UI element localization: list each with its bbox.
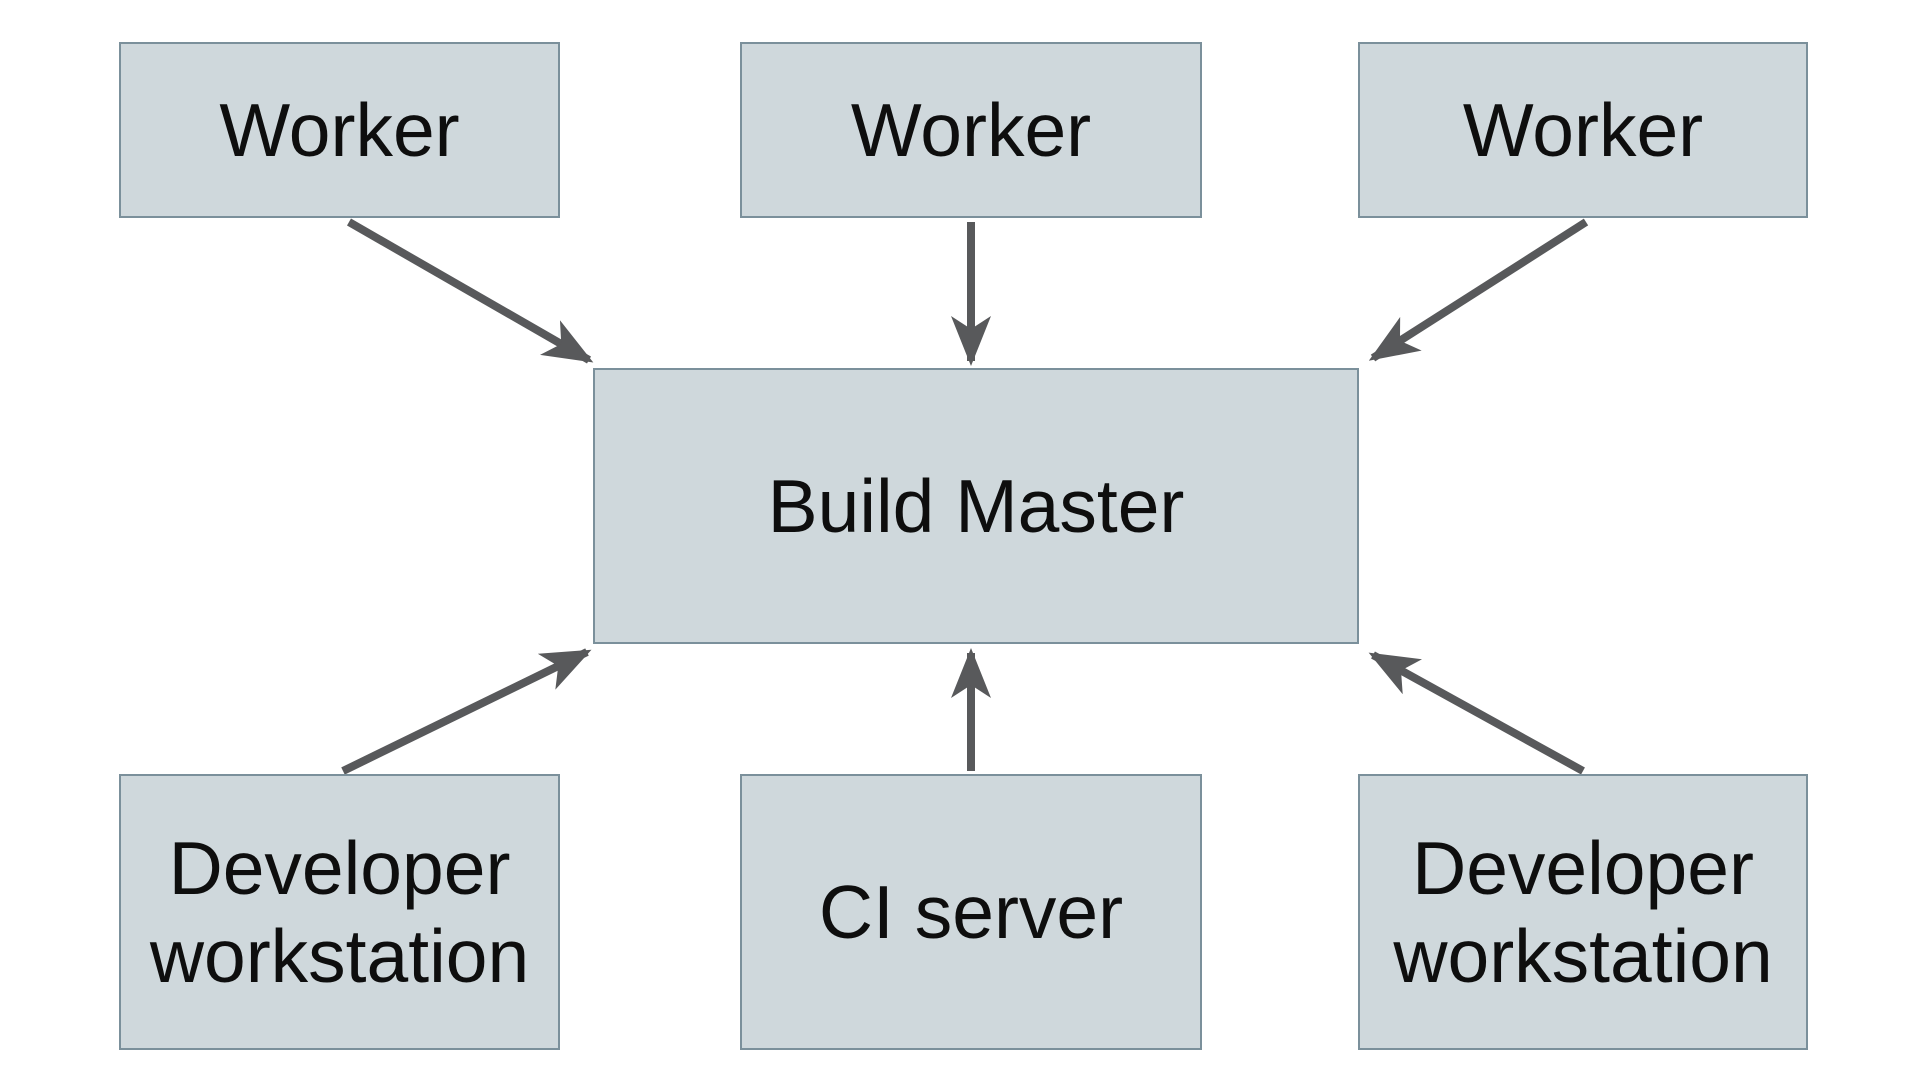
node-worker-3: Worker bbox=[1358, 42, 1808, 218]
node-worker-2-label: Worker bbox=[850, 87, 1092, 172]
node-developer-workstation-right-label: Developer workstation bbox=[1393, 825, 1773, 999]
node-developer-workstation-left-label: Developer workstation bbox=[149, 825, 530, 999]
node-worker-1: Worker bbox=[119, 42, 560, 218]
node-developer-workstation-left: Developer workstation bbox=[119, 774, 560, 1050]
node-ci-server: CI server bbox=[740, 774, 1202, 1050]
node-build-master-label: Build Master bbox=[767, 463, 1185, 548]
node-developer-workstation-right: Developer workstation bbox=[1358, 774, 1808, 1050]
arrow-dev-ws-left-to-build-master bbox=[341, 648, 592, 775]
node-ci-server-label: CI server bbox=[818, 869, 1124, 954]
node-worker-3-label: Worker bbox=[1462, 87, 1704, 172]
arrow-worker-1-to-build-master bbox=[347, 218, 594, 364]
arrow-dev-ws-right-to-build-master bbox=[1368, 651, 1585, 775]
arrow-worker-3-to-build-master bbox=[1368, 218, 1589, 362]
node-build-master: Build Master bbox=[593, 368, 1359, 644]
node-worker-2: Worker bbox=[740, 42, 1202, 218]
node-worker-1-label: Worker bbox=[219, 87, 460, 172]
